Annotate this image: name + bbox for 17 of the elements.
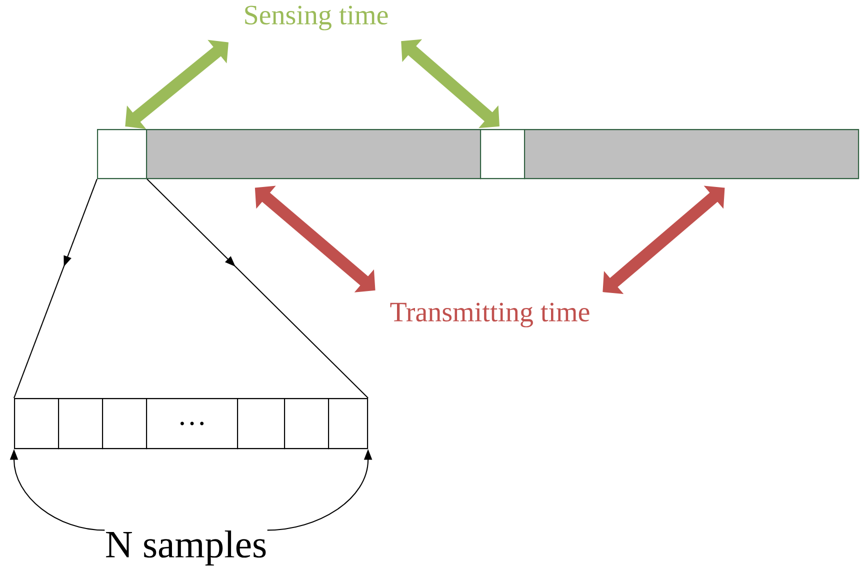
transmission-slot <box>524 129 860 180</box>
sample-cell <box>14 398 60 450</box>
zoom-line <box>14 178 98 398</box>
block-arrow <box>602 186 725 294</box>
sample-cell <box>284 398 330 450</box>
caption-text: Sensing time <box>245 6 388 30</box>
zoom-line <box>146 178 368 398</box>
caption-text: N samples <box>106 530 266 566</box>
sensing-slot <box>480 129 526 180</box>
sensing-slot <box>97 129 148 180</box>
block-arrow <box>125 40 228 129</box>
sample-cell <box>58 398 104 450</box>
caption-text: Transmitting time <box>390 302 590 328</box>
transmission-slot <box>146 129 482 180</box>
sample-cell <box>102 398 148 450</box>
sample-cell <box>328 398 368 450</box>
sample-cell <box>237 398 286 450</box>
